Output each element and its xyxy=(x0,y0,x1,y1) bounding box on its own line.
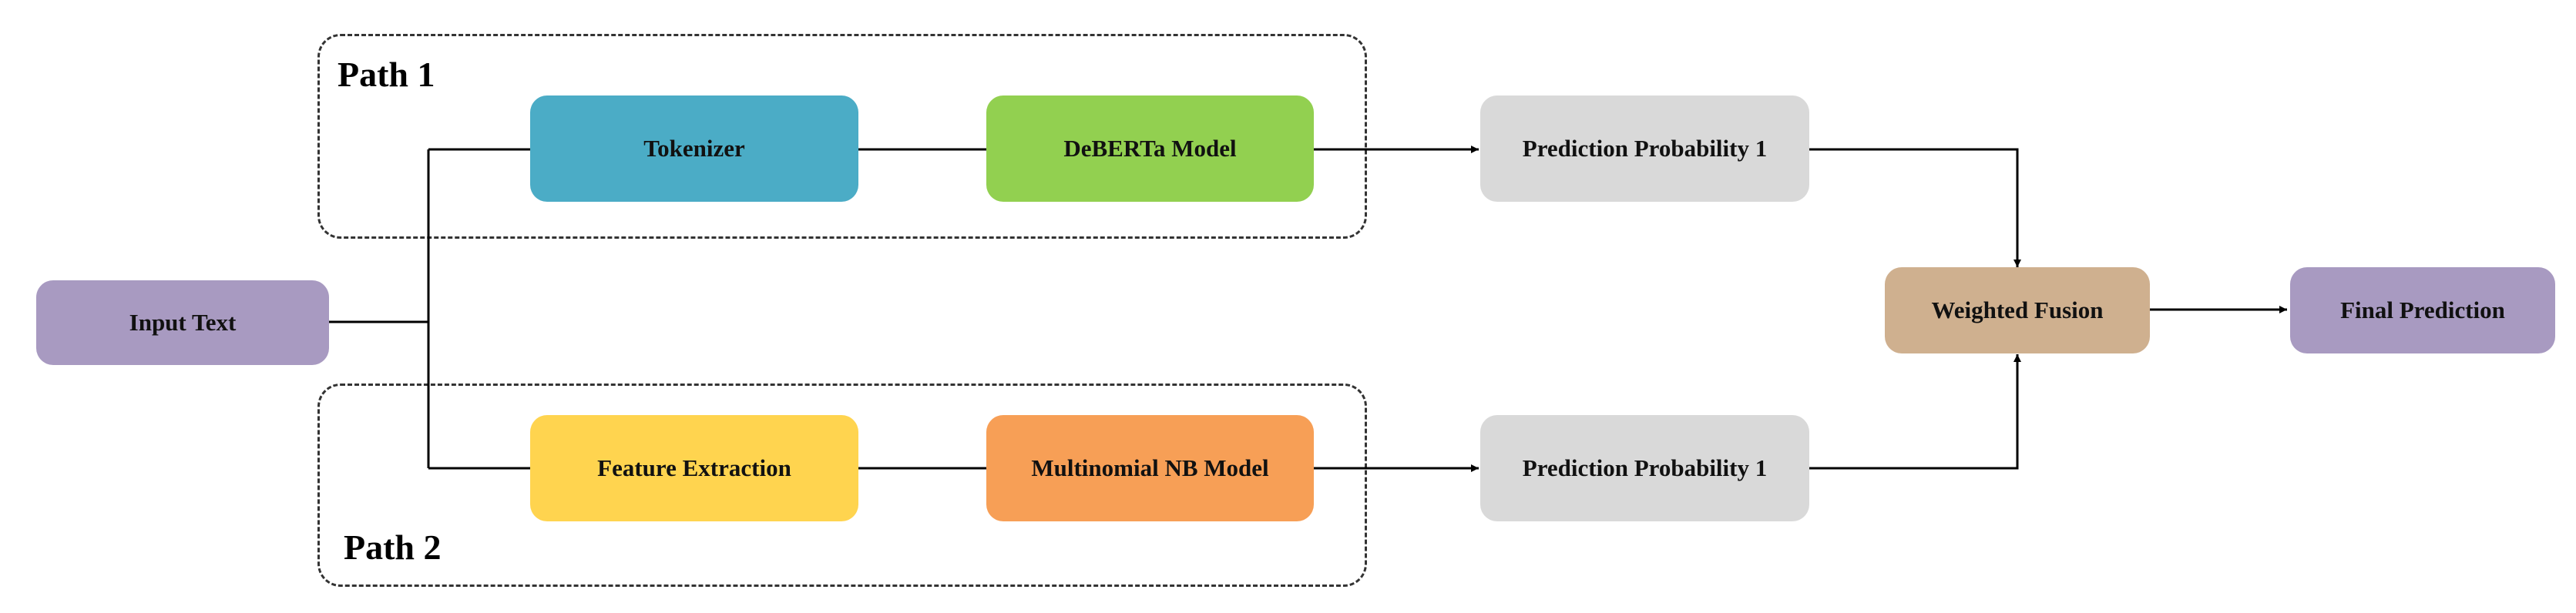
path1-group xyxy=(317,34,1367,239)
tokenizer-node: Tokenizer xyxy=(530,95,858,202)
path2-group xyxy=(317,384,1367,587)
path2-label: Path 2 xyxy=(344,528,442,567)
input-text-node: Input Text xyxy=(36,280,329,365)
multinomial-nb-model-node: Multinomial NB Model xyxy=(986,415,1314,521)
edge-prob-bottom-to-fusion xyxy=(1809,354,2021,470)
edge-prob-top-to-fusion xyxy=(1809,148,2021,267)
prediction-probability-bottom-node: Prediction Probability 1 xyxy=(1480,415,1809,521)
path1-label: Path 1 xyxy=(338,55,435,94)
deberta-model-node: DeBERTa Model xyxy=(986,95,1314,202)
final-prediction-node: Final Prediction xyxy=(2290,267,2555,353)
prediction-probability-top-node: Prediction Probability 1 xyxy=(1480,95,1809,202)
weighted-fusion-node: Weighted Fusion xyxy=(1885,267,2150,353)
feature-extraction-node: Feature Extraction xyxy=(530,415,858,521)
